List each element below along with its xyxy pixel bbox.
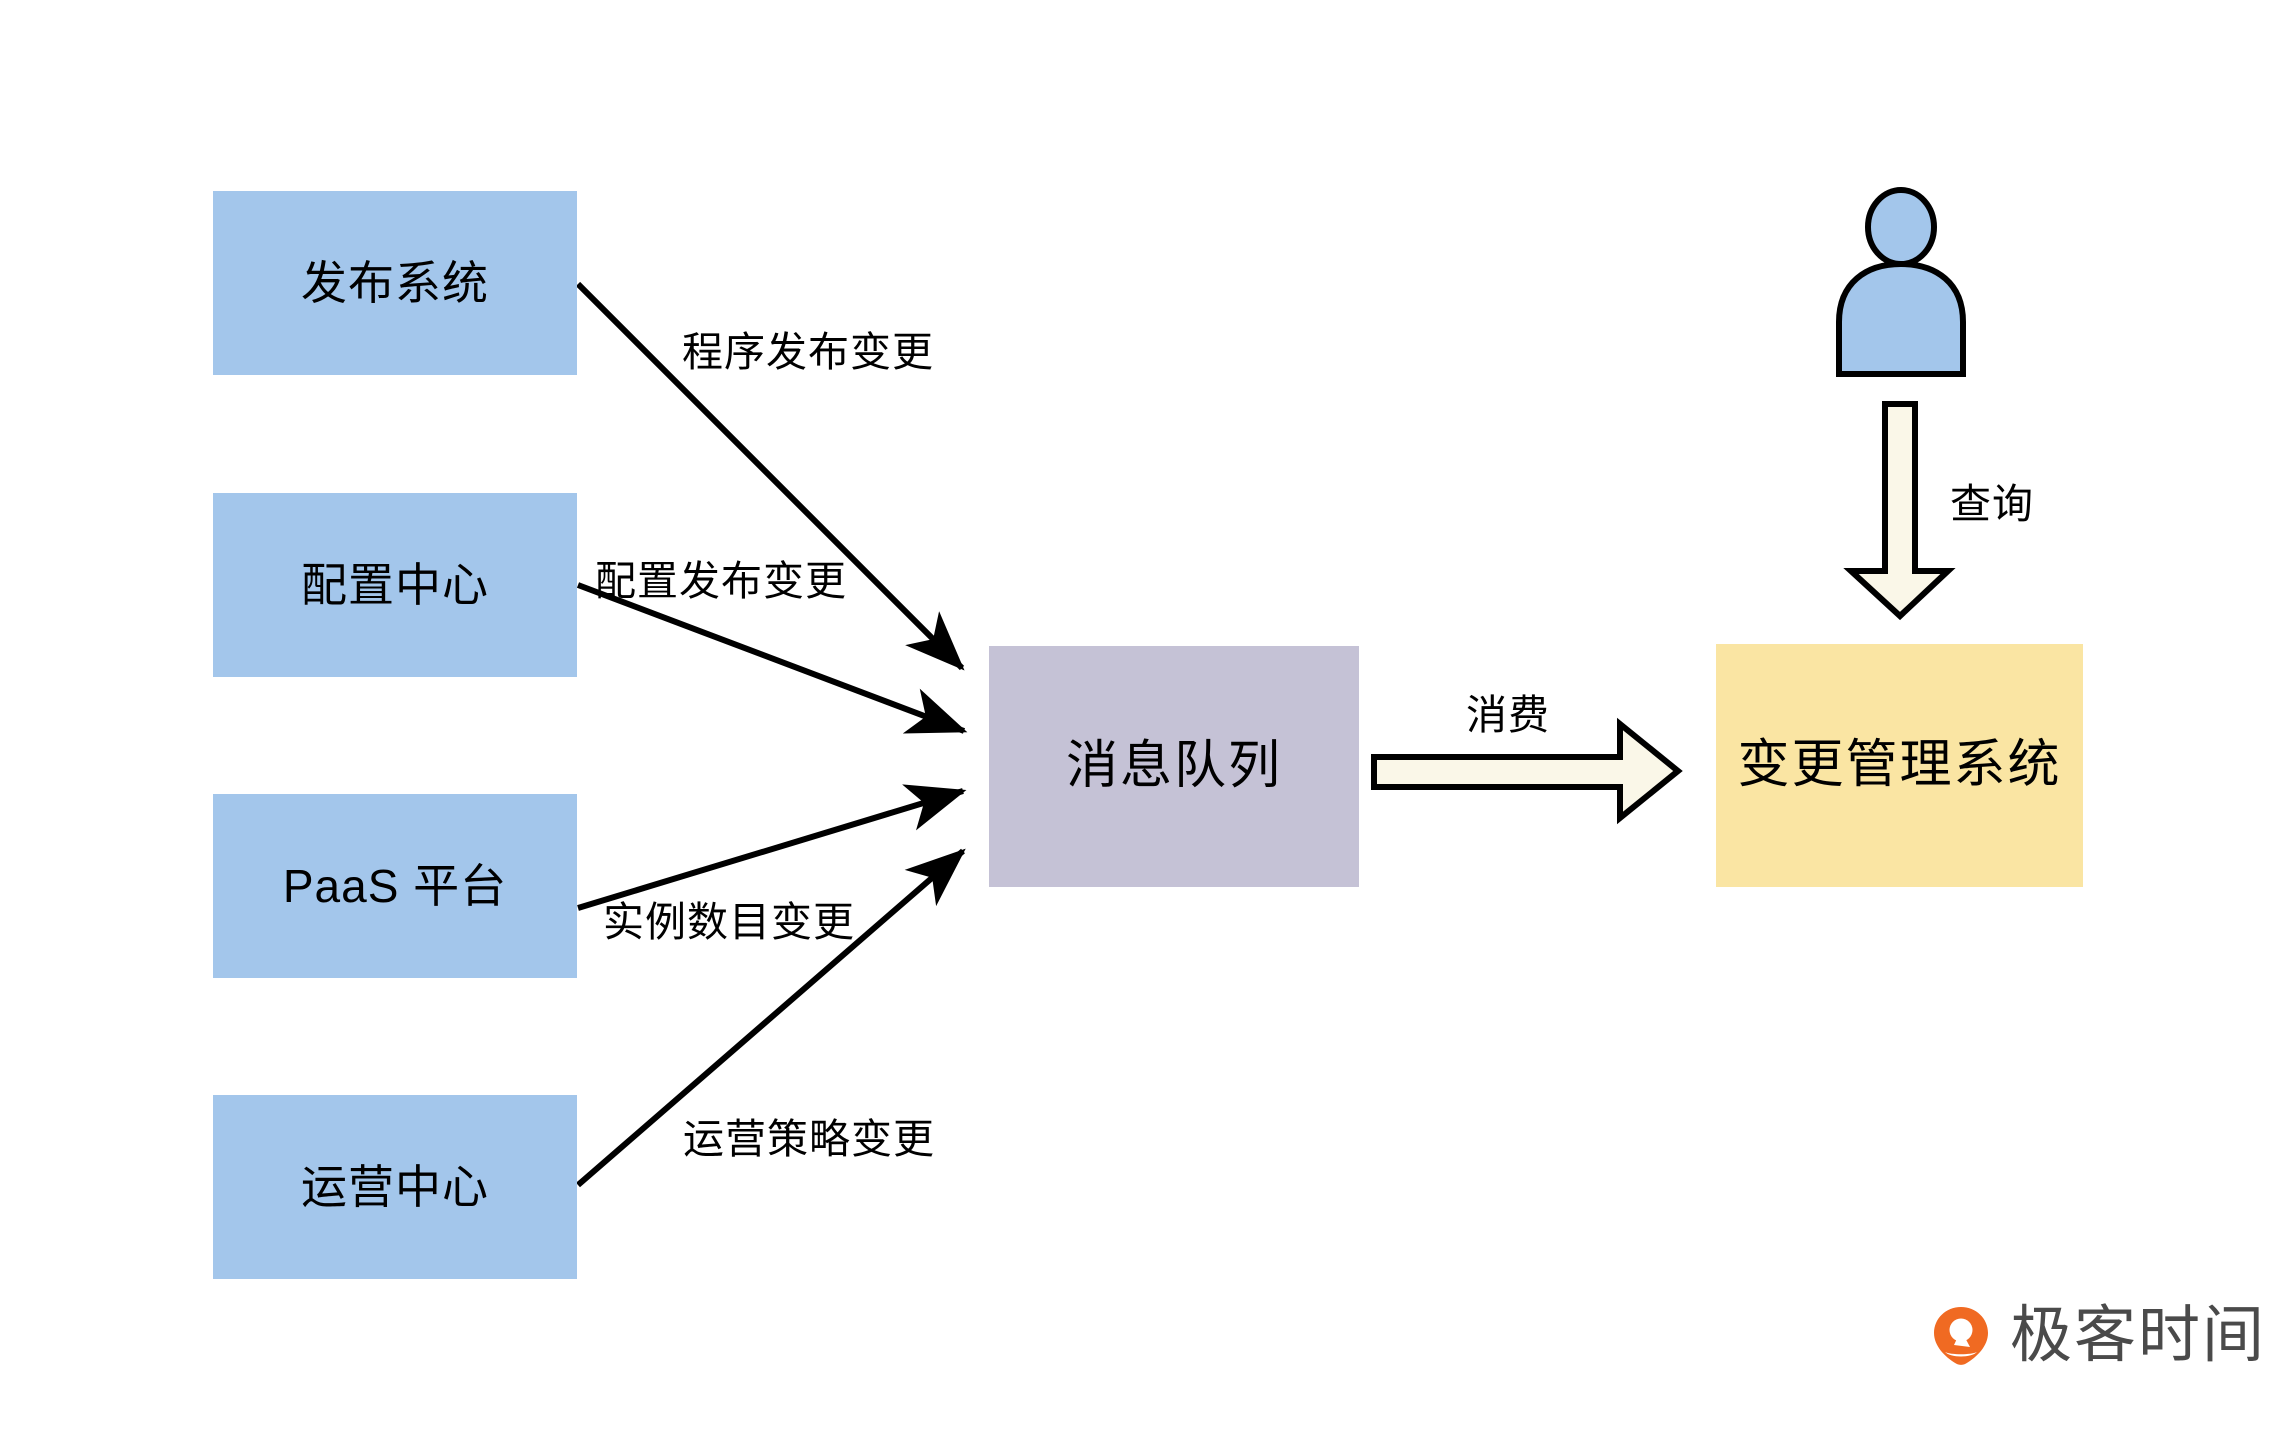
edge-label-query: 查询 — [1950, 481, 2034, 527]
brand-logo: 极客时间 — [1930, 1305, 2266, 1367]
node-label: 消息队列 — [1065, 736, 1282, 795]
node-label: 发布系统 — [301, 256, 489, 309]
node-label: 配置中心 — [301, 558, 489, 611]
edge-label-config-release-change: 配置发布变更 — [595, 558, 847, 604]
query-block-arrow — [1843, 401, 1956, 621]
node-message-queue[interactable]: 消息队列 — [989, 646, 1359, 887]
edge-label-program-release-change: 程序发布变更 — [682, 329, 934, 375]
node-change-management-system[interactable]: 变更管理系统 — [1716, 644, 2083, 887]
node-label: PaaS 平台 — [282, 859, 508, 912]
node-label: 变更管理系统 — [1737, 735, 2062, 794]
node-paas-platform[interactable]: PaaS 平台 — [213, 794, 577, 978]
node-release-system[interactable]: 发布系统 — [213, 191, 577, 375]
geekbang-logo-icon — [1934, 1307, 1988, 1365]
node-label: 运营中心 — [301, 1160, 489, 1213]
edge-label-operation-policy-change: 运营策略变更 — [683, 1116, 935, 1162]
node-operation-center[interactable]: 运营中心 — [213, 1095, 577, 1279]
edge-label-instance-count-change: 实例数目变更 — [603, 899, 855, 945]
brand-logo-text: 极客时间 — [2010, 1301, 2267, 1370]
edge-label-consume: 消费 — [1466, 692, 1550, 738]
node-config-center[interactable]: 配置中心 — [213, 493, 577, 677]
person-icon — [1836, 187, 1966, 377]
